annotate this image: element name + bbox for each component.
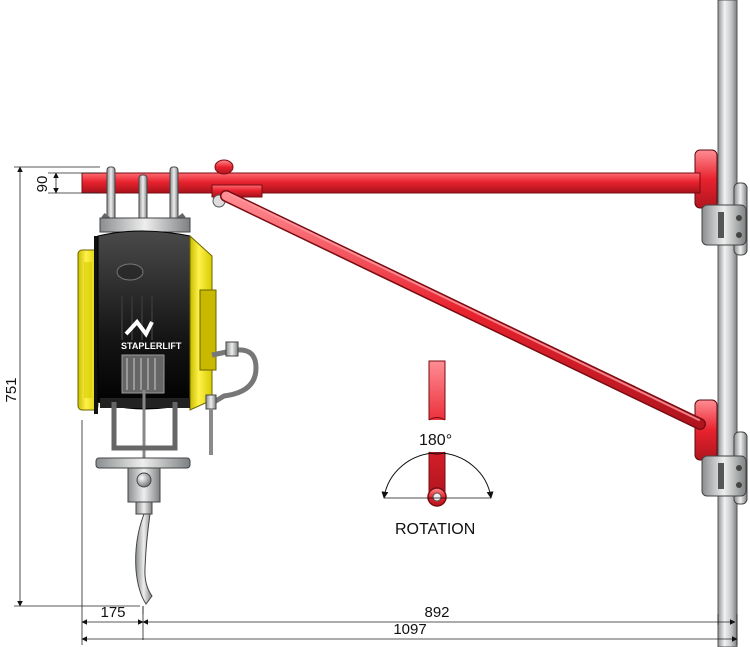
- control-cable: [205, 341, 259, 455]
- diagonal-strut: [220, 190, 706, 430]
- hook-assembly: [95, 390, 191, 605]
- rotation-symbol: 180° ROTATION: [381, 360, 494, 538]
- dim-total-width-label: 1097: [393, 621, 426, 638]
- lower-clamp: [694, 399, 748, 505]
- rotation-caption: ROTATION: [395, 521, 475, 538]
- dimension-lines: [14, 166, 738, 645]
- rotation-arc: [381, 452, 494, 499]
- brand-label: STAPLERLIFT: [121, 341, 182, 351]
- hoist-motor: STAPLERLIFT: [77, 230, 217, 414]
- trolley-hangers: [99, 166, 191, 233]
- mast-pole: [717, 0, 738, 647]
- rotation-angle-label: 180°: [419, 432, 452, 449]
- dim-beam-height-label: 90: [34, 176, 51, 193]
- dim-arm-reach-label: 892: [424, 604, 449, 621]
- dim-height-label: 751: [3, 377, 20, 402]
- dim-hoist-offset-label: 175: [100, 604, 125, 621]
- dimension-labels: 751 90 175 892 1097: [3, 176, 450, 638]
